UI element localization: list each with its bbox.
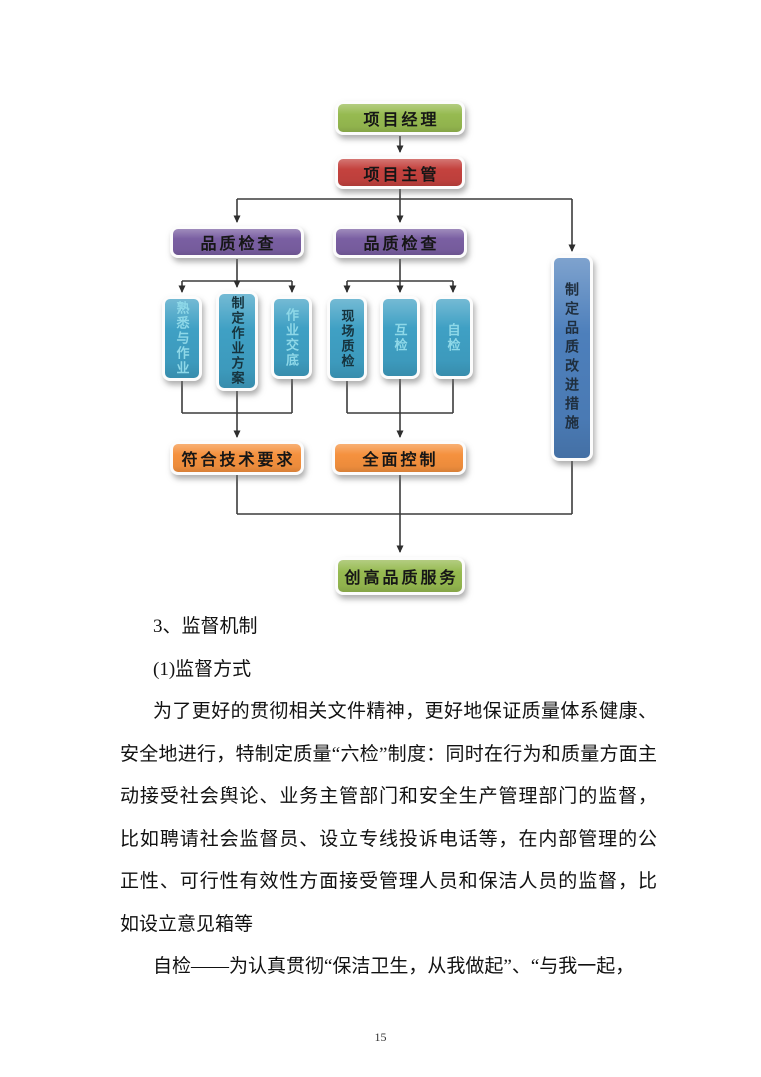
flowchart-node-work-briefing: 作业交底 — [271, 296, 312, 379]
paragraph1-line4: 比如聘请社会监督员、设立专线投诉电话等，在内部管理的公 — [120, 828, 657, 850]
paragraph1-line6: 如设立意见箱等 — [120, 913, 254, 935]
node-label-familiarize-with-work: 熟悉与作业 — [174, 301, 190, 376]
flowchart-node-self-check: 自检 — [433, 296, 473, 379]
flowchart-node-make-work-plan: 制定作业方案 — [216, 291, 258, 391]
node-label-project-supervisor: 项目主管 — [363, 166, 440, 184]
node-label-meet-technical-requirements: 符合技术要求 — [181, 452, 296, 469]
node-label-quality-improvement-measures: 制定品质改进措施 — [564, 282, 580, 434]
flowchart-node-familiarize-with-work: 熟悉与作业 — [162, 296, 202, 381]
paragraph1-line5: 正性、可行性有效性方面接受管理人员和保洁人员的监督，比 — [120, 871, 657, 892]
page-number: 15 — [374, 1030, 387, 1044]
paragraph1-line1: 为了更好的贯彻相关文件精神，更好地保证质量体系健康、 — [153, 701, 657, 722]
flowchart-node-quality-inspection-right: 品质检查 — [333, 226, 467, 258]
node-label-quality-inspection-left: 品质检查 — [200, 236, 277, 253]
node-label-overall-control: 全面控制 — [362, 452, 439, 469]
node-label-self-check: 自检 — [445, 322, 461, 353]
node-label-create-high-quality-service: 创高品质服务 — [344, 570, 459, 587]
flowchart-node-create-high-quality-service: 创高品质服务 — [335, 557, 465, 595]
flowchart-node-overall-control: 全面控制 — [332, 441, 466, 475]
flowchart-node-quality-improvement-measures: 制定品质改进措施 — [551, 255, 593, 461]
node-label-work-briefing: 作业交底 — [284, 307, 299, 368]
node-label-mutual-check: 互检 — [392, 322, 408, 353]
node-label-make-work-plan: 制定作业方案 — [229, 296, 245, 386]
body-text: 3、监督机制 (1)监督方式 为了更好的贯彻相关文件精神，更好地保证质量体系健康… — [120, 606, 657, 989]
paragraph1-line2: 安全地进行，特制定质量“六检”制度：同时在行为和质量方面主 — [120, 743, 657, 765]
flowchart-node-project-manager: 项目经理 — [335, 101, 465, 135]
flowchart-node-mutual-check: 互检 — [380, 296, 420, 379]
sub-heading: (1)监督方式 — [153, 658, 252, 680]
flowchart-node-meet-technical-requirements: 符合技术要求 — [170, 441, 304, 475]
flowchart-connectors — [178, 136, 576, 553]
flowchart-node-on-site-quality-check: 现场质检 — [327, 296, 367, 381]
node-label-project-manager: 项目经理 — [363, 112, 440, 129]
node-label-quality-inspection-right: 品质检查 — [363, 236, 440, 253]
node-label-on-site-quality-check: 现场质检 — [339, 308, 355, 369]
flowchart-node-project-supervisor: 项目主管 — [335, 156, 465, 189]
flowchart-node-quality-inspection-left: 品质检查 — [170, 226, 304, 258]
paragraph1-line3: 动接受社会舆论、业务主管部门和安全生产管理部门的监督， — [120, 786, 657, 807]
section-heading: 3、监督机制 — [153, 616, 258, 637]
quality-flowchart: 项目经理 项目主管 品质检查 品质检查 熟悉与作业 制定作业方案 作业交底 现场… — [162, 101, 593, 595]
paragraph2-line1: 自检——为认真贯彻“保洁卫生，从我做起”、“与我一起， — [153, 956, 635, 977]
